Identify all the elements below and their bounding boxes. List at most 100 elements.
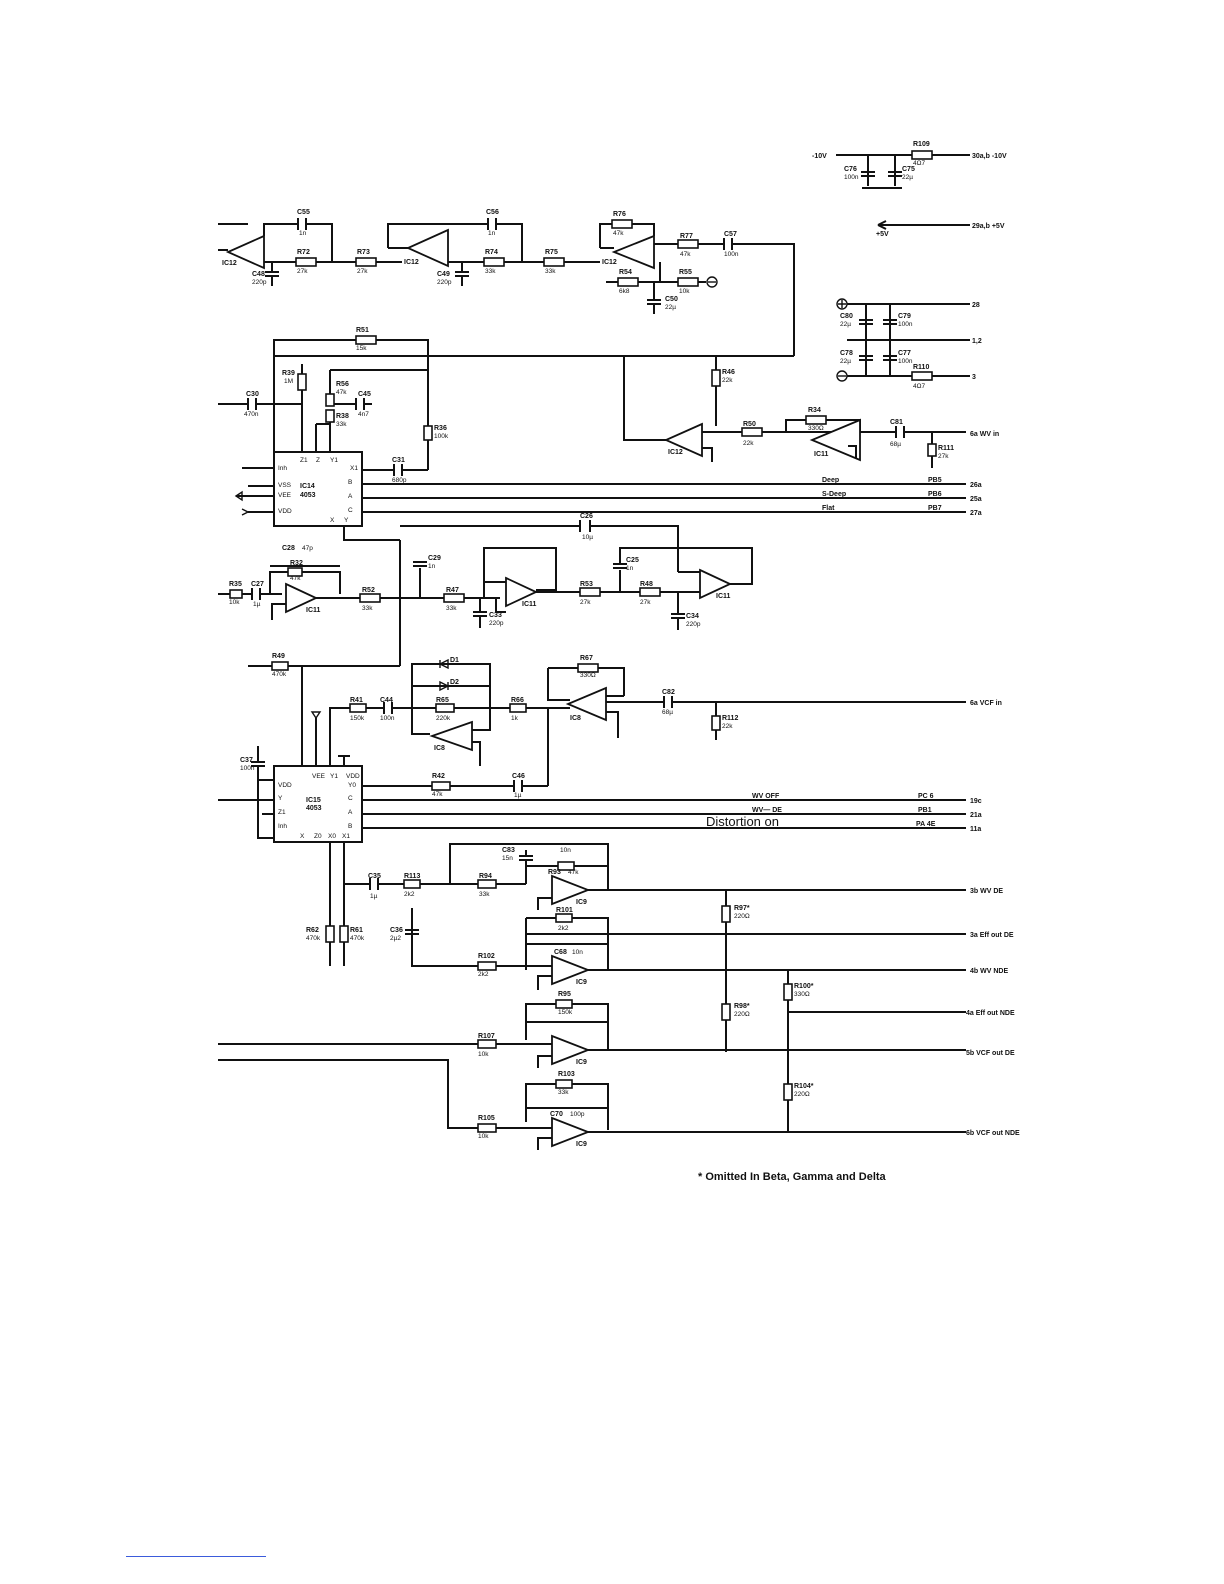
- output-3a-label: 3a Eff out DE: [970, 932, 1014, 939]
- svg-text:33k: 33k: [446, 605, 457, 612]
- svg-text:R65: R65: [436, 697, 449, 704]
- svg-text:6k8: 6k8: [619, 288, 630, 295]
- svg-text:IC12: IC12: [668, 449, 683, 456]
- pin-30ab-label: 30a,b -10V: [972, 153, 1007, 160]
- svg-text:10µ: 10µ: [582, 534, 593, 541]
- pin-6a-wv-in-label: 6a WV in: [970, 431, 999, 438]
- svg-text:10k: 10k: [478, 1051, 489, 1058]
- svg-text:2k2: 2k2: [478, 971, 489, 978]
- svg-text:IC9: IC9: [576, 1141, 587, 1148]
- svg-text:47k: 47k: [680, 251, 691, 258]
- svg-text:Y: Y: [278, 795, 283, 802]
- svg-text:220Ω: 220Ω: [734, 913, 750, 920]
- svg-text:C70: C70: [550, 1111, 563, 1118]
- svg-text:C49: C49: [437, 271, 450, 278]
- svg-text:4n7: 4n7: [358, 411, 369, 418]
- svg-text:IC12: IC12: [222, 260, 237, 267]
- svg-text:22k: 22k: [722, 723, 733, 730]
- svg-text:R107: R107: [478, 1033, 495, 1040]
- r109-label: R109: [913, 141, 930, 148]
- svg-text:X1: X1: [342, 833, 350, 840]
- svg-text:33k: 33k: [545, 268, 556, 275]
- svg-text:22µ: 22µ: [840, 358, 851, 365]
- svg-text:68µ: 68µ: [662, 709, 673, 716]
- svg-text:100n: 100n: [380, 715, 395, 722]
- svg-text:R53: R53: [580, 581, 593, 588]
- svg-text:Z1: Z1: [300, 457, 308, 464]
- footer-rule: [126, 1556, 266, 1557]
- svg-text:R97*: R97*: [734, 905, 750, 912]
- output-4a-label: 4a Eff out NDE: [966, 1010, 1015, 1017]
- svg-text:R102: R102: [478, 953, 495, 960]
- svg-text:470n: 470n: [244, 411, 259, 418]
- output-stages-section: C35 1µ R113 2k2 R94 33k C83 15n 10n R93 …: [218, 842, 1020, 1150]
- svg-text:R74: R74: [485, 249, 498, 256]
- svg-text:Deep: Deep: [822, 477, 839, 484]
- svg-text:4Ω7: 4Ω7: [913, 383, 925, 390]
- svg-text:R55: R55: [679, 269, 692, 276]
- svg-text:Inh: Inh: [278, 823, 287, 830]
- svg-text:R50: R50: [743, 421, 756, 428]
- svg-text:1k: 1k: [511, 715, 519, 722]
- svg-text:47k: 47k: [336, 389, 347, 396]
- output-4b-label: 4b WV NDE: [970, 968, 1008, 975]
- svg-text:PC 6: PC 6: [918, 793, 934, 800]
- pin-6a-vcf-in-label: 6a VCF in: [970, 700, 1002, 707]
- svg-text:27k: 27k: [640, 599, 651, 606]
- svg-text:R94: R94: [479, 873, 492, 880]
- svg-text:X0: X0: [328, 833, 336, 840]
- svg-text:47k: 47k: [290, 575, 301, 582]
- svg-text:3: 3: [972, 374, 976, 381]
- svg-text:C36: C36: [390, 927, 403, 934]
- svg-text:C45: C45: [358, 391, 371, 398]
- svg-text:11a: 11a: [970, 826, 981, 833]
- svg-text:220p: 220p: [489, 620, 504, 627]
- pin-29ab-label: 29a,b +5V: [972, 223, 1005, 230]
- svg-text:X: X: [300, 833, 305, 840]
- svg-text:47p: 47p: [302, 545, 313, 552]
- svg-text:R46: R46: [722, 369, 735, 376]
- svg-text:A: A: [348, 493, 353, 500]
- svg-text:220Ω: 220Ω: [734, 1011, 750, 1018]
- svg-text:R42: R42: [432, 773, 445, 780]
- svg-text:C76: C76: [844, 166, 857, 173]
- svg-text:R113: R113: [404, 873, 420, 880]
- distortion-on-label: Distortion on: [706, 814, 779, 829]
- svg-text:R34: R34: [808, 407, 821, 414]
- svg-text:C37: C37: [240, 757, 253, 764]
- svg-text:R41: R41: [350, 697, 363, 704]
- svg-text:47k: 47k: [432, 791, 443, 798]
- svg-text:A: A: [348, 809, 353, 816]
- svg-text:19c: 19c: [970, 798, 982, 805]
- svg-text:1M: 1M: [284, 378, 293, 385]
- output-3b-label: 3b WV DE: [970, 888, 1003, 895]
- svg-text:1n: 1n: [428, 563, 436, 570]
- svg-text:IC9: IC9: [576, 1059, 587, 1066]
- svg-text:R104*: R104*: [794, 1083, 814, 1090]
- svg-text:IC9: IC9: [576, 979, 587, 986]
- svg-text:28: 28: [972, 302, 980, 309]
- svg-text:WV— DE: WV— DE: [752, 807, 782, 814]
- svg-text:IC8: IC8: [434, 745, 445, 752]
- svg-text:C50: C50: [665, 296, 678, 303]
- ic14-4053-chip: [273, 451, 363, 527]
- svg-text:C: C: [348, 507, 353, 514]
- svg-text:2k2: 2k2: [558, 925, 569, 932]
- footnote: * Omitted In Beta, Gamma and Delta: [698, 1171, 887, 1183]
- svg-text:C25: C25: [626, 557, 639, 564]
- svg-text:S-Deep: S-Deep: [822, 491, 846, 498]
- svg-text:22k: 22k: [743, 440, 754, 447]
- svg-text:IC15: IC15: [306, 797, 321, 804]
- svg-text:C75: C75: [902, 166, 915, 173]
- svg-text:26a: 26a: [970, 482, 982, 489]
- svg-text:C77: C77: [898, 350, 911, 357]
- net-pos5v-label: +5V: [876, 231, 889, 238]
- svg-text:PB1: PB1: [918, 807, 932, 814]
- svg-text:R105: R105: [478, 1115, 495, 1122]
- svg-text:C29: C29: [428, 555, 441, 562]
- svg-text:100n: 100n: [724, 251, 739, 258]
- svg-text:220p: 220p: [437, 279, 452, 286]
- svg-text:R95: R95: [558, 991, 571, 998]
- svg-text:100p: 100p: [570, 1111, 585, 1118]
